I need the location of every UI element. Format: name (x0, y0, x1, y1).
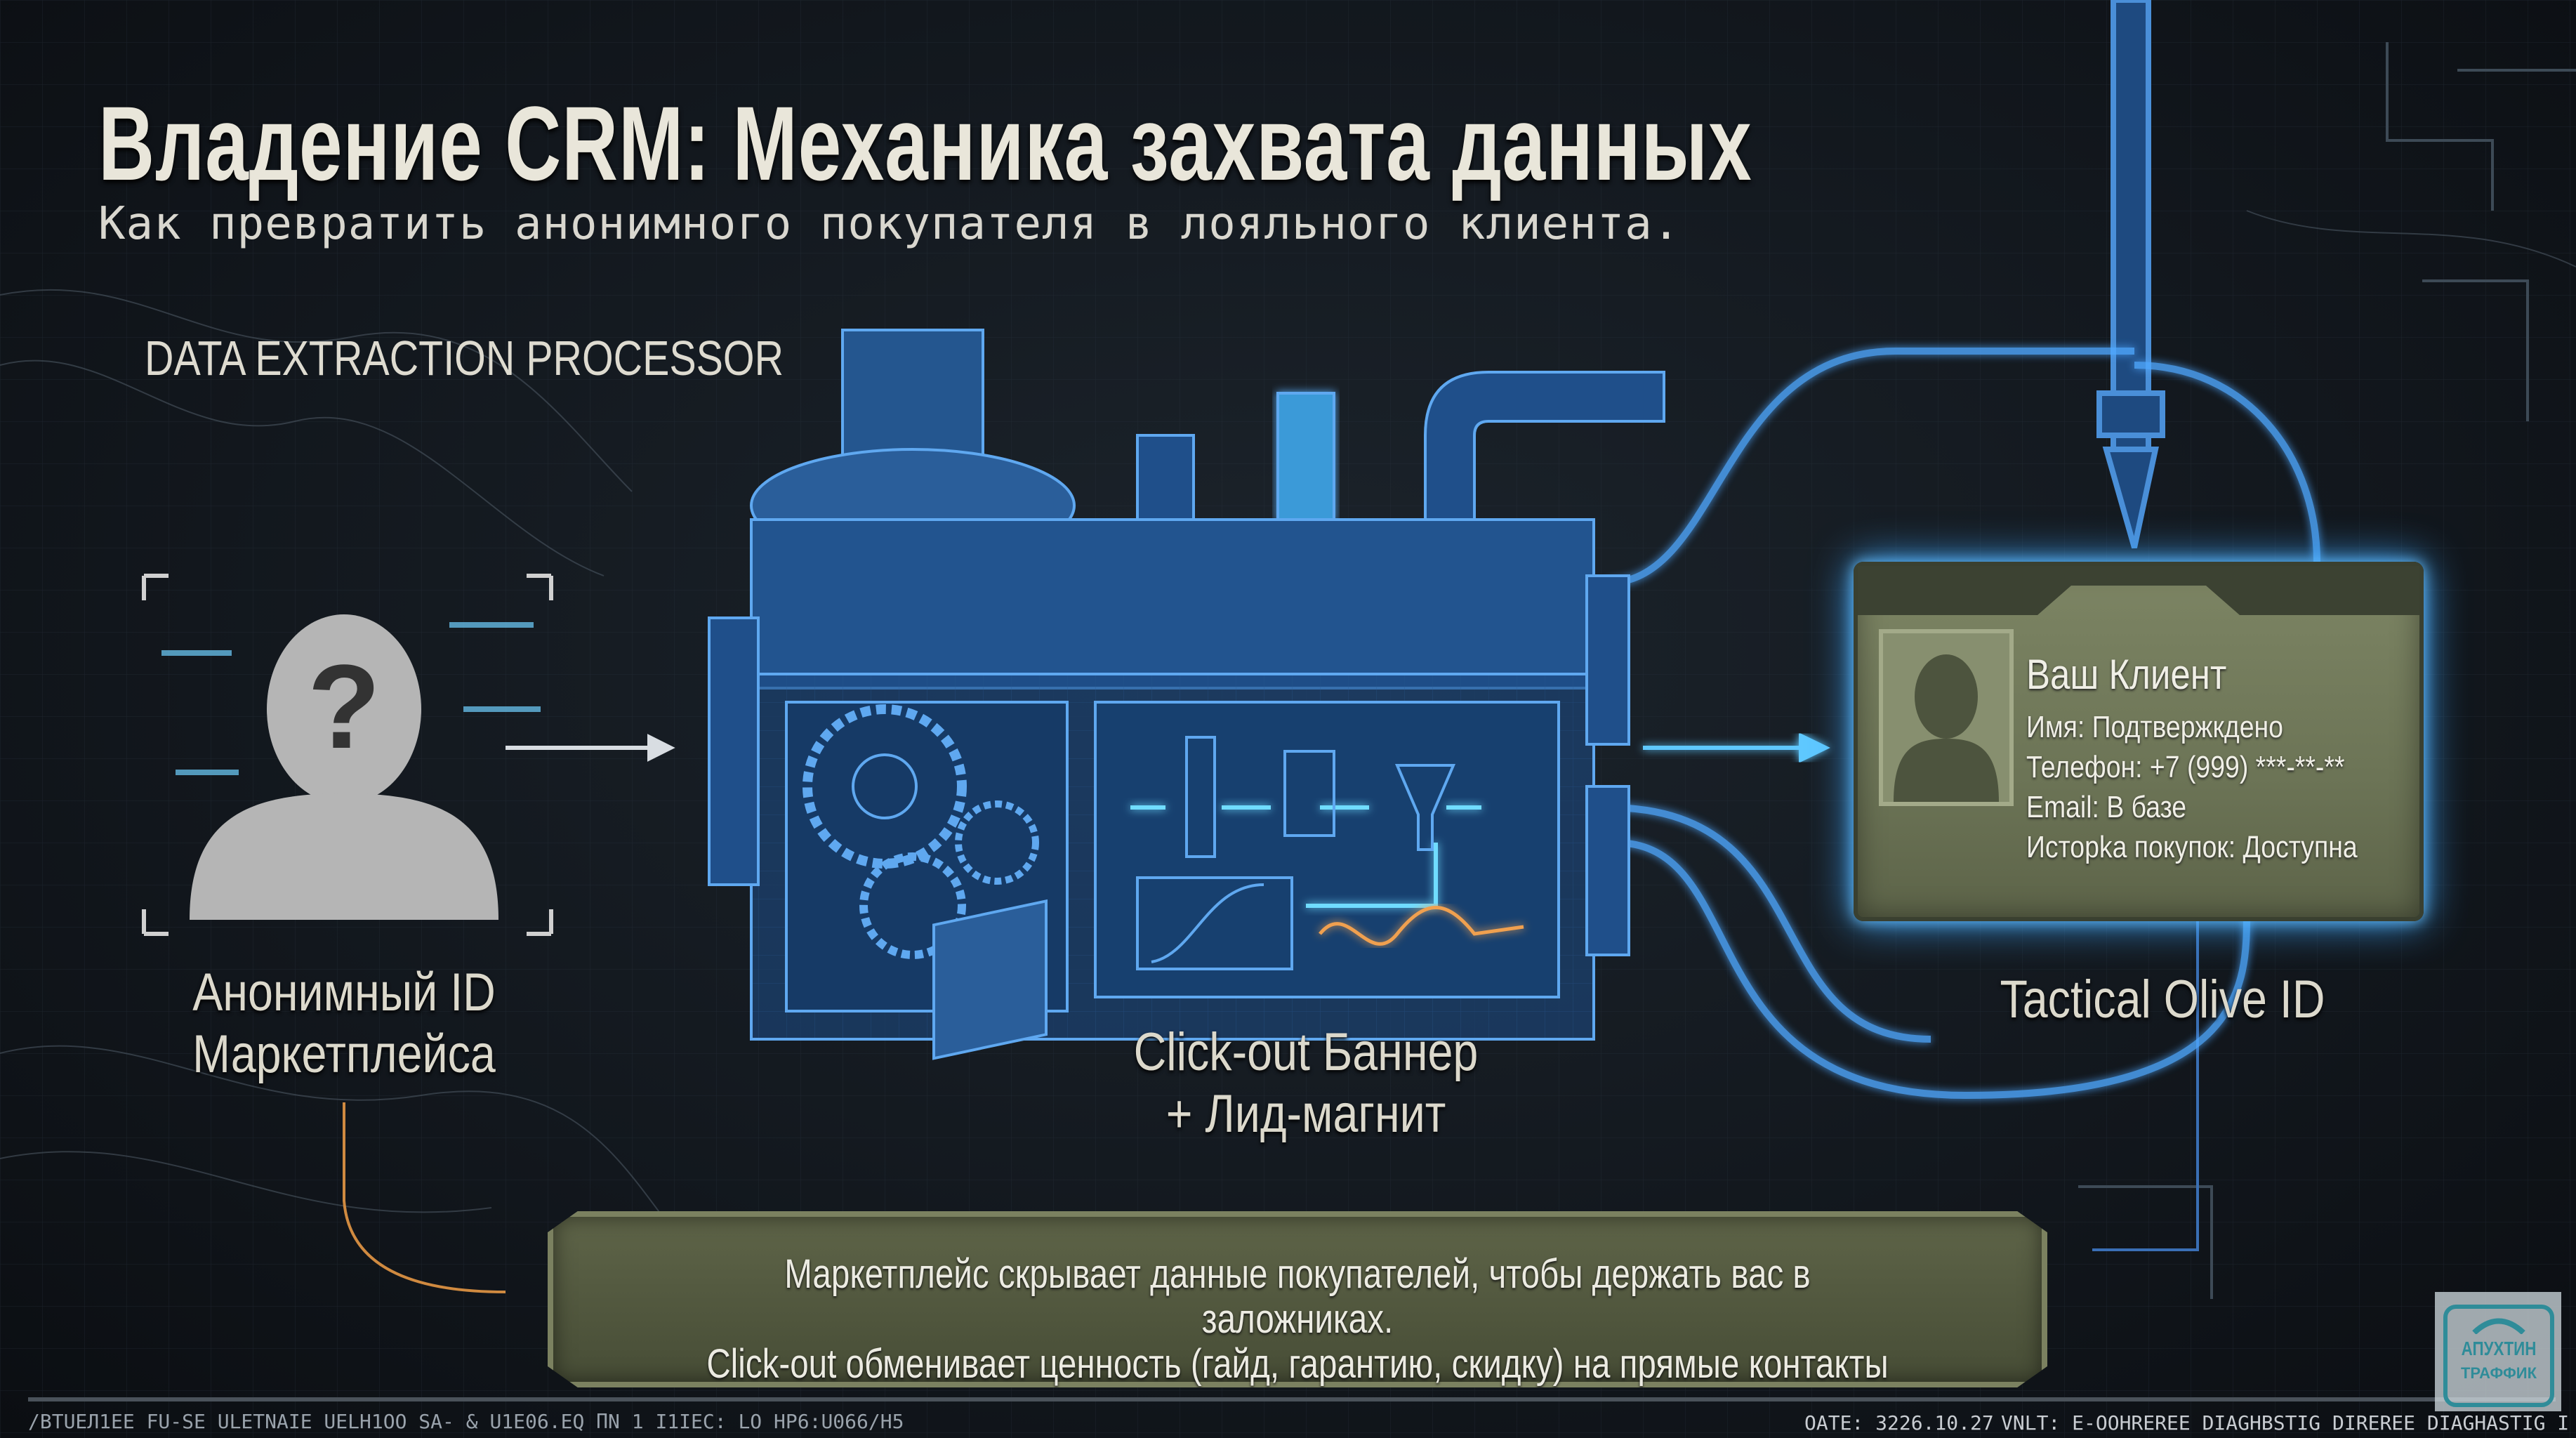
footer-rule (28, 1397, 2556, 1401)
banner-line1: Маркетплейс скрывает данные покупателей,… (784, 1251, 1811, 1342)
page-subtitle: Как превратить анонимного покупателя в л… (98, 198, 1681, 250)
card-header-bar (1858, 566, 2419, 615)
card-row-phone: Телефон: +7 (999) ***-**-** (2026, 750, 2345, 784)
machine-label-line1: Click-out Баннер (1133, 1022, 1479, 1082)
anonymous-label-line2: Маркетплейса (192, 1024, 496, 1084)
card-name: Ваш Клиент (2026, 651, 2227, 698)
card-row-name: Имя: Подтвержкдено (2026, 710, 2283, 744)
footer-date: OATE: 3226.10.27 (1804, 1411, 1994, 1434)
summary-banner: Маркетплейс скрывает данные покупателей,… (548, 1211, 2047, 1387)
footer-code-text: /BTUEЛ1EE FU-SE ULETNAIE UELH1OO SA- & U… (28, 1410, 904, 1433)
card-row-email: Email: В базе (2026, 790, 2187, 824)
anonymous-label-line1: Анонимный ID (192, 963, 496, 1022)
hanging-lanyard (2096, 0, 2165, 549)
processor-label: DATA EXTRACTION PROCESSOR (145, 331, 784, 385)
card-caption: Tactical Olive ID (2000, 970, 2325, 1029)
brand-logo: АПУХТИН ТРАФФИК (2435, 1292, 2561, 1411)
client-avatar-icon (1879, 629, 2014, 806)
anonymous-person-icon: ? (142, 574, 553, 936)
machine-label-line2: + Лид-магнит (1165, 1084, 1446, 1144)
circuit-lines (2078, 42, 2576, 1299)
signal-arc-icon (2472, 1318, 2525, 1335)
logo-line1: АПУХТИН (2461, 1338, 2537, 1359)
topographic-lines (0, 210, 2576, 1265)
banner-line2: Click-out обменивает ценность (гайд, гар… (706, 1341, 1889, 1388)
cables (1607, 348, 2320, 1100)
client-id-card: Ваш Клиент Имя: Подтвержкдено Телефон: +… (1854, 562, 2424, 921)
machine-label: Click-out Баннер + Лид-магнит (1127, 1022, 1485, 1145)
page-title: Владение CRM: Механика захвата данных (98, 84, 1752, 202)
flow-arrows (506, 734, 675, 762)
footer-status: VNLT: E-OOHREREE DIAGHBSTIG DIREREE DIAG… (2001, 1411, 2570, 1434)
svg-text:?: ? (308, 640, 381, 774)
orange-connector-line (343, 1102, 506, 1293)
data-extraction-machine (708, 329, 1665, 1060)
logo-line2: ТРАФФИК (2460, 1364, 2537, 1382)
anonymous-id-label: Анонимный ID Маркетплейса (189, 962, 499, 1086)
card-row-history: Исторka покупок: Доступна (2026, 830, 2358, 864)
